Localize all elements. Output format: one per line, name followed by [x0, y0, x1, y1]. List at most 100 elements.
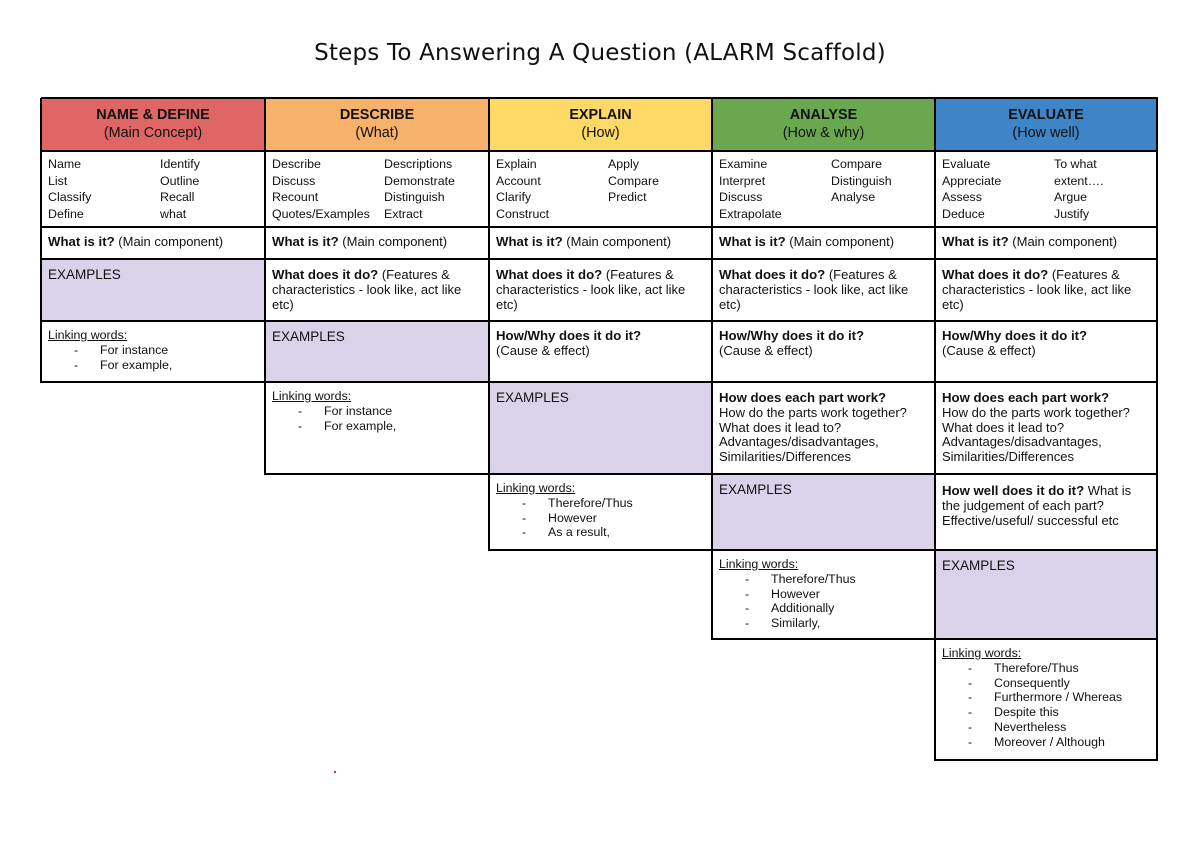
- verb: Appreciate: [942, 173, 1002, 188]
- examples-explain: EXAMPLES: [489, 382, 712, 474]
- grid-line: [265, 258, 490, 260]
- what-is-it-bold: What is it?: [496, 234, 563, 249]
- verb: Extrapolate: [719, 206, 782, 221]
- grid-line: [712, 638, 936, 640]
- verb: Compare: [608, 173, 659, 188]
- verb: what: [160, 206, 187, 221]
- grid-line: [712, 226, 936, 228]
- verb: Predict: [608, 190, 647, 204]
- verb: Examine: [719, 157, 768, 171]
- what-is-it-text: (Main component): [785, 234, 895, 249]
- header-title: NAME & DEFINE: [96, 107, 210, 123]
- page-title: Steps To Answering A Question (ALARM Sca…: [314, 40, 886, 66]
- grid-line: [712, 549, 936, 551]
- what-is-it-evaluate: What is it? (Main component): [935, 227, 1157, 259]
- linking-word: Consequently: [968, 676, 1150, 691]
- grid-line: [935, 320, 1158, 322]
- how-why-bold: How/Why does it do it?: [942, 328, 1088, 343]
- grid-line: [489, 549, 713, 551]
- header-title: EVALUATE: [1008, 107, 1084, 123]
- linking-word: Nevertheless: [968, 720, 1150, 735]
- verb: extent….: [1054, 173, 1104, 188]
- grid-line: [265, 226, 490, 228]
- verb: Discuss: [719, 190, 763, 204]
- how-why-bold: How/Why does it do it?: [719, 328, 865, 343]
- grid-line: [41, 258, 266, 260]
- what-does-it-do-evaluate: What does it do? (Features & characteris…: [935, 259, 1157, 321]
- verb: List: [48, 173, 68, 188]
- verb: Classify: [48, 190, 92, 204]
- verb: Outline: [160, 173, 200, 188]
- grid-line: [935, 759, 1158, 761]
- linking-words-analyse: Linking words:Therefore/ThusHoweverAddit…: [712, 550, 935, 639]
- linking-words-list: Therefore/ThusHoweverAs a result,: [496, 496, 705, 540]
- examples-describe: EXAMPLES: [265, 321, 489, 382]
- header-title: DESCRIBE: [339, 107, 415, 123]
- verb: Clarify: [496, 190, 532, 204]
- header-evaluate: EVALUATE(How well): [935, 98, 1157, 151]
- linking-words-title: Linking words:: [942, 646, 1022, 660]
- grid-line: [41, 226, 266, 228]
- verb: Extract: [384, 206, 423, 221]
- each-part-line: How do the parts work together?: [719, 404, 907, 420]
- what-does-it-do-text: (Features & characteristics - look like,…: [719, 267, 909, 312]
- verb: [608, 207, 705, 224]
- what-is-it-text: (Main component): [338, 234, 448, 249]
- each-part-line: Similarities/Differences: [942, 449, 1074, 465]
- examples-analyse: EXAMPLES: [712, 474, 935, 550]
- grid-line: [712, 97, 936, 99]
- what-is-it-text: (Main component): [1008, 234, 1118, 249]
- grid-line: [1156, 98, 1158, 761]
- grid-line: [712, 320, 936, 322]
- what-is-it-bold: What is it?: [942, 234, 1009, 249]
- how-why-text: (Cause & effect): [496, 342, 590, 358]
- what-is-it-name-define: What is it? (Main component): [41, 227, 265, 259]
- how-why-evaluate: How/Why does it do it?(Cause & effect): [935, 321, 1157, 382]
- grid-line: [40, 98, 42, 383]
- linking-words-name-define: Linking words:For instanceFor example,: [41, 321, 265, 382]
- header-subtitle: (Main Concept): [103, 125, 203, 141]
- linking-word: Additionally: [745, 601, 928, 616]
- verb: [831, 207, 928, 224]
- each-part-line: Advantages/disadvantages,: [719, 434, 879, 450]
- grid-line: [489, 150, 713, 152]
- linking-word: Furthermore / Whereas: [968, 690, 1150, 705]
- what-is-it-text: (Main component): [114, 234, 224, 249]
- linking-words-title: Linking words:: [48, 328, 128, 342]
- verb: Argue: [1054, 190, 1088, 204]
- linking-word: Therefore/Thus: [968, 661, 1150, 676]
- what-is-it-analyse: What is it? (Main component): [712, 227, 935, 259]
- linking-words-list: Therefore/ThusHoweverAdditionallySimilar…: [719, 572, 928, 631]
- linking-word: For example,: [74, 358, 258, 373]
- header-explain: EXPLAIN(How): [489, 98, 712, 151]
- each-part-line: Advantages/disadvantages,: [942, 434, 1102, 450]
- verb: Distinguish: [831, 173, 892, 188]
- linking-word: Therefore/Thus: [522, 496, 705, 511]
- verb: To what: [1054, 157, 1097, 171]
- grid-line: [265, 381, 490, 383]
- verb: Distinguish: [384, 190, 445, 204]
- grid-line: [488, 98, 490, 551]
- linking-word: Similarly,: [745, 616, 928, 631]
- linking-word: Therefore/Thus: [745, 572, 928, 587]
- verb: Compare: [831, 157, 882, 171]
- stray-mark: [334, 771, 336, 773]
- verb: Account: [496, 173, 541, 188]
- grid-line: [41, 97, 266, 99]
- grid-line: [935, 226, 1158, 228]
- what-does-it-do-bold: What does it do?: [272, 267, 379, 282]
- grid-line: [489, 381, 713, 383]
- what-is-it-text: (Main component): [562, 234, 672, 249]
- header-analyse: ANALYSE(How & why): [712, 98, 935, 151]
- what-is-it-describe: What is it? (Main component): [265, 227, 489, 259]
- verb: Analyse: [831, 190, 876, 204]
- linking-words-title: Linking words:: [496, 481, 576, 495]
- how-why-explain: How/Why does it do it?(Cause & effect): [489, 321, 712, 382]
- linking-words-list: For instanceFor example,: [48, 343, 258, 373]
- what-does-it-do-text: (Features & characteristics - look like,…: [272, 267, 462, 312]
- verb: Assess: [942, 190, 982, 204]
- header-describe: DESCRIBE(What): [265, 98, 489, 151]
- header-subtitle: (How): [581, 125, 620, 141]
- grid-line: [935, 549, 1158, 551]
